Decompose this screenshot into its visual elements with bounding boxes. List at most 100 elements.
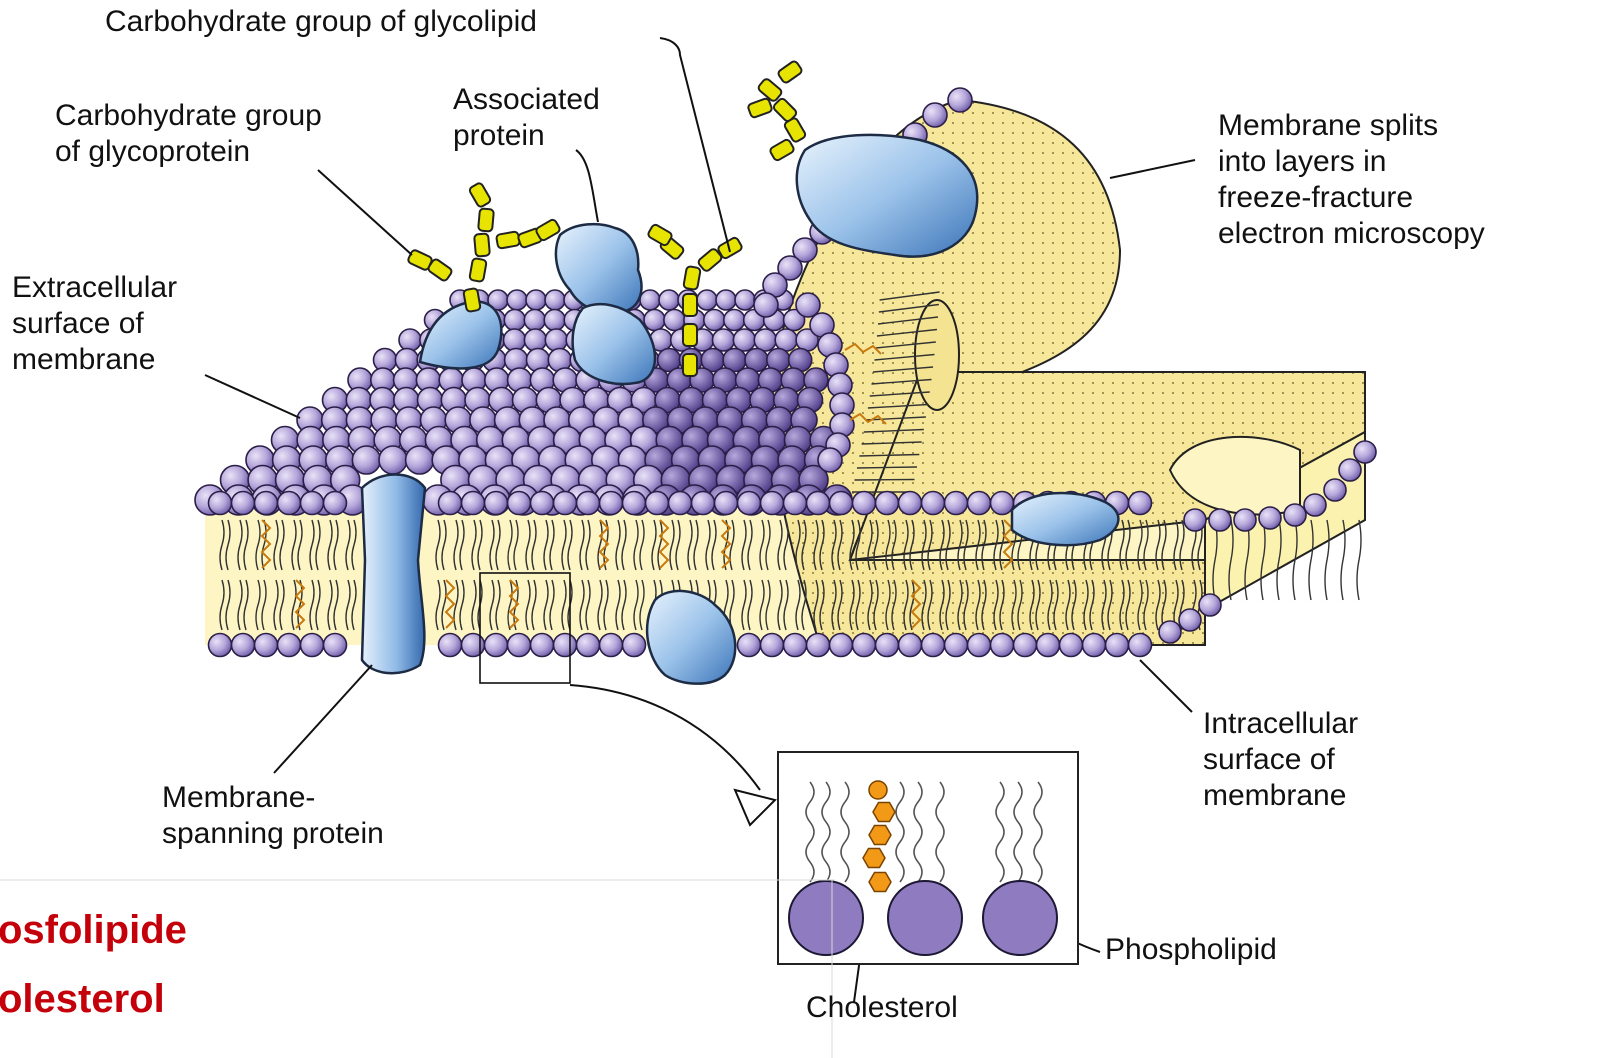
carbohydrate-unit <box>683 266 701 290</box>
lipid-head <box>738 634 761 657</box>
carbohydrate-unit <box>407 249 433 271</box>
lipid-head <box>504 310 525 331</box>
lipid-head <box>544 310 565 331</box>
inset-phospholipid-head-3 <box>983 881 1057 955</box>
carbohydrate-unit <box>683 294 697 316</box>
lipid-head <box>1159 621 1181 643</box>
lipid-head <box>876 492 899 515</box>
fracture-protein <box>1012 493 1118 545</box>
lipid-head <box>659 290 679 310</box>
carbohydrate-unit <box>463 288 481 312</box>
lipid-head <box>278 492 301 515</box>
lipid-head <box>664 310 685 331</box>
lipid-head <box>577 492 600 515</box>
lipid-head <box>923 103 947 127</box>
leader-glycoprotein <box>318 170 412 255</box>
lipid-head <box>715 492 738 515</box>
lipid-head <box>399 329 421 351</box>
lipid-head <box>485 634 508 657</box>
lipid-head <box>623 634 646 657</box>
leader-associated <box>576 150 598 222</box>
leader-glycolipid <box>660 38 730 252</box>
cholesterol-ring <box>869 873 891 892</box>
lipid-head <box>807 634 830 657</box>
carbohydrate-unit <box>777 60 803 84</box>
lipid-head <box>1083 634 1106 657</box>
cholesterol-oh-group <box>869 781 887 799</box>
label-phospholipid: Phospholipid <box>1105 932 1277 968</box>
lipid-head <box>507 290 527 310</box>
cholesterol-ring <box>863 849 885 868</box>
carbohydrate-unit <box>468 182 491 208</box>
lipid-head <box>324 634 347 657</box>
lipid-head <box>807 492 830 515</box>
cholesterol-ring <box>873 803 895 822</box>
label-extracellular-surface: Extracellular surface of membrane <box>12 270 177 378</box>
lipid-head <box>761 492 784 515</box>
label-freeze-fracture: Membrane splits into layers in freeze-fr… <box>1218 108 1485 252</box>
lipid-head <box>301 492 324 515</box>
label-glycoprotein-carbohydrate: Carbohydrate group of glycoprotein <box>55 98 322 170</box>
lipid-head <box>784 634 807 657</box>
lipid-head <box>600 492 623 515</box>
lipid-head <box>692 492 715 515</box>
lipid-head <box>301 634 324 657</box>
lipid-head <box>1060 634 1083 657</box>
lipid-head <box>1106 634 1129 657</box>
inset-phospholipid-head-2 <box>888 881 962 955</box>
lipid-head <box>644 310 665 331</box>
lipid-head <box>531 492 554 515</box>
lipid-head <box>600 634 623 657</box>
lipid-head <box>697 290 717 310</box>
cholesterol-ring <box>869 826 891 845</box>
lipid-head <box>724 310 745 331</box>
lipid-head <box>646 492 669 515</box>
lipid-head <box>1304 494 1326 516</box>
lipid-head <box>669 492 692 515</box>
lipid-head <box>324 492 347 515</box>
lipid-head <box>754 293 778 317</box>
lipid-head <box>1199 594 1221 616</box>
lipid-head <box>485 492 508 515</box>
lipid-head <box>406 446 434 474</box>
lipid-head <box>1284 504 1306 526</box>
lipid-head <box>255 492 278 515</box>
leader-extracellular <box>205 375 300 418</box>
lipid-head <box>524 310 545 331</box>
lipid-head <box>209 492 232 515</box>
zoom-arrow-line <box>570 685 760 790</box>
lipid-head <box>1014 634 1037 657</box>
lipid-head <box>991 634 1014 657</box>
carbohydrate-unit <box>757 78 783 103</box>
lipid-head <box>623 492 646 515</box>
lipid-head <box>733 329 755 351</box>
lipid-head <box>1037 634 1060 657</box>
lipid-head <box>209 634 232 657</box>
carbohydrate-unit <box>535 218 561 241</box>
membrane-spanning-protein <box>362 475 425 674</box>
carbohydrate-unit <box>469 258 487 282</box>
carbohydrate-unit <box>474 233 490 256</box>
overlay-text-colesterol: olesterol <box>0 975 165 1023</box>
lipid-head <box>462 634 485 657</box>
lipid-head <box>853 634 876 657</box>
lipid-head <box>735 290 755 310</box>
lipid-head <box>554 492 577 515</box>
zoom-arrow-head <box>735 790 775 825</box>
lipid-head <box>1324 479 1346 501</box>
lipid-head <box>922 492 945 515</box>
lipid-head <box>577 634 600 657</box>
lipid-head <box>761 634 784 657</box>
lipid-head <box>945 634 968 657</box>
lipid-head <box>784 492 807 515</box>
lipid-head <box>545 329 567 351</box>
lipid-head <box>278 634 301 657</box>
lipid-head <box>713 329 735 351</box>
lipid-head <box>255 634 278 657</box>
lipid-head <box>968 492 991 515</box>
lipid-head <box>508 634 531 657</box>
lipid-head <box>991 492 1014 515</box>
lipid-head <box>945 492 968 515</box>
carbohydrate-unit <box>683 354 697 376</box>
